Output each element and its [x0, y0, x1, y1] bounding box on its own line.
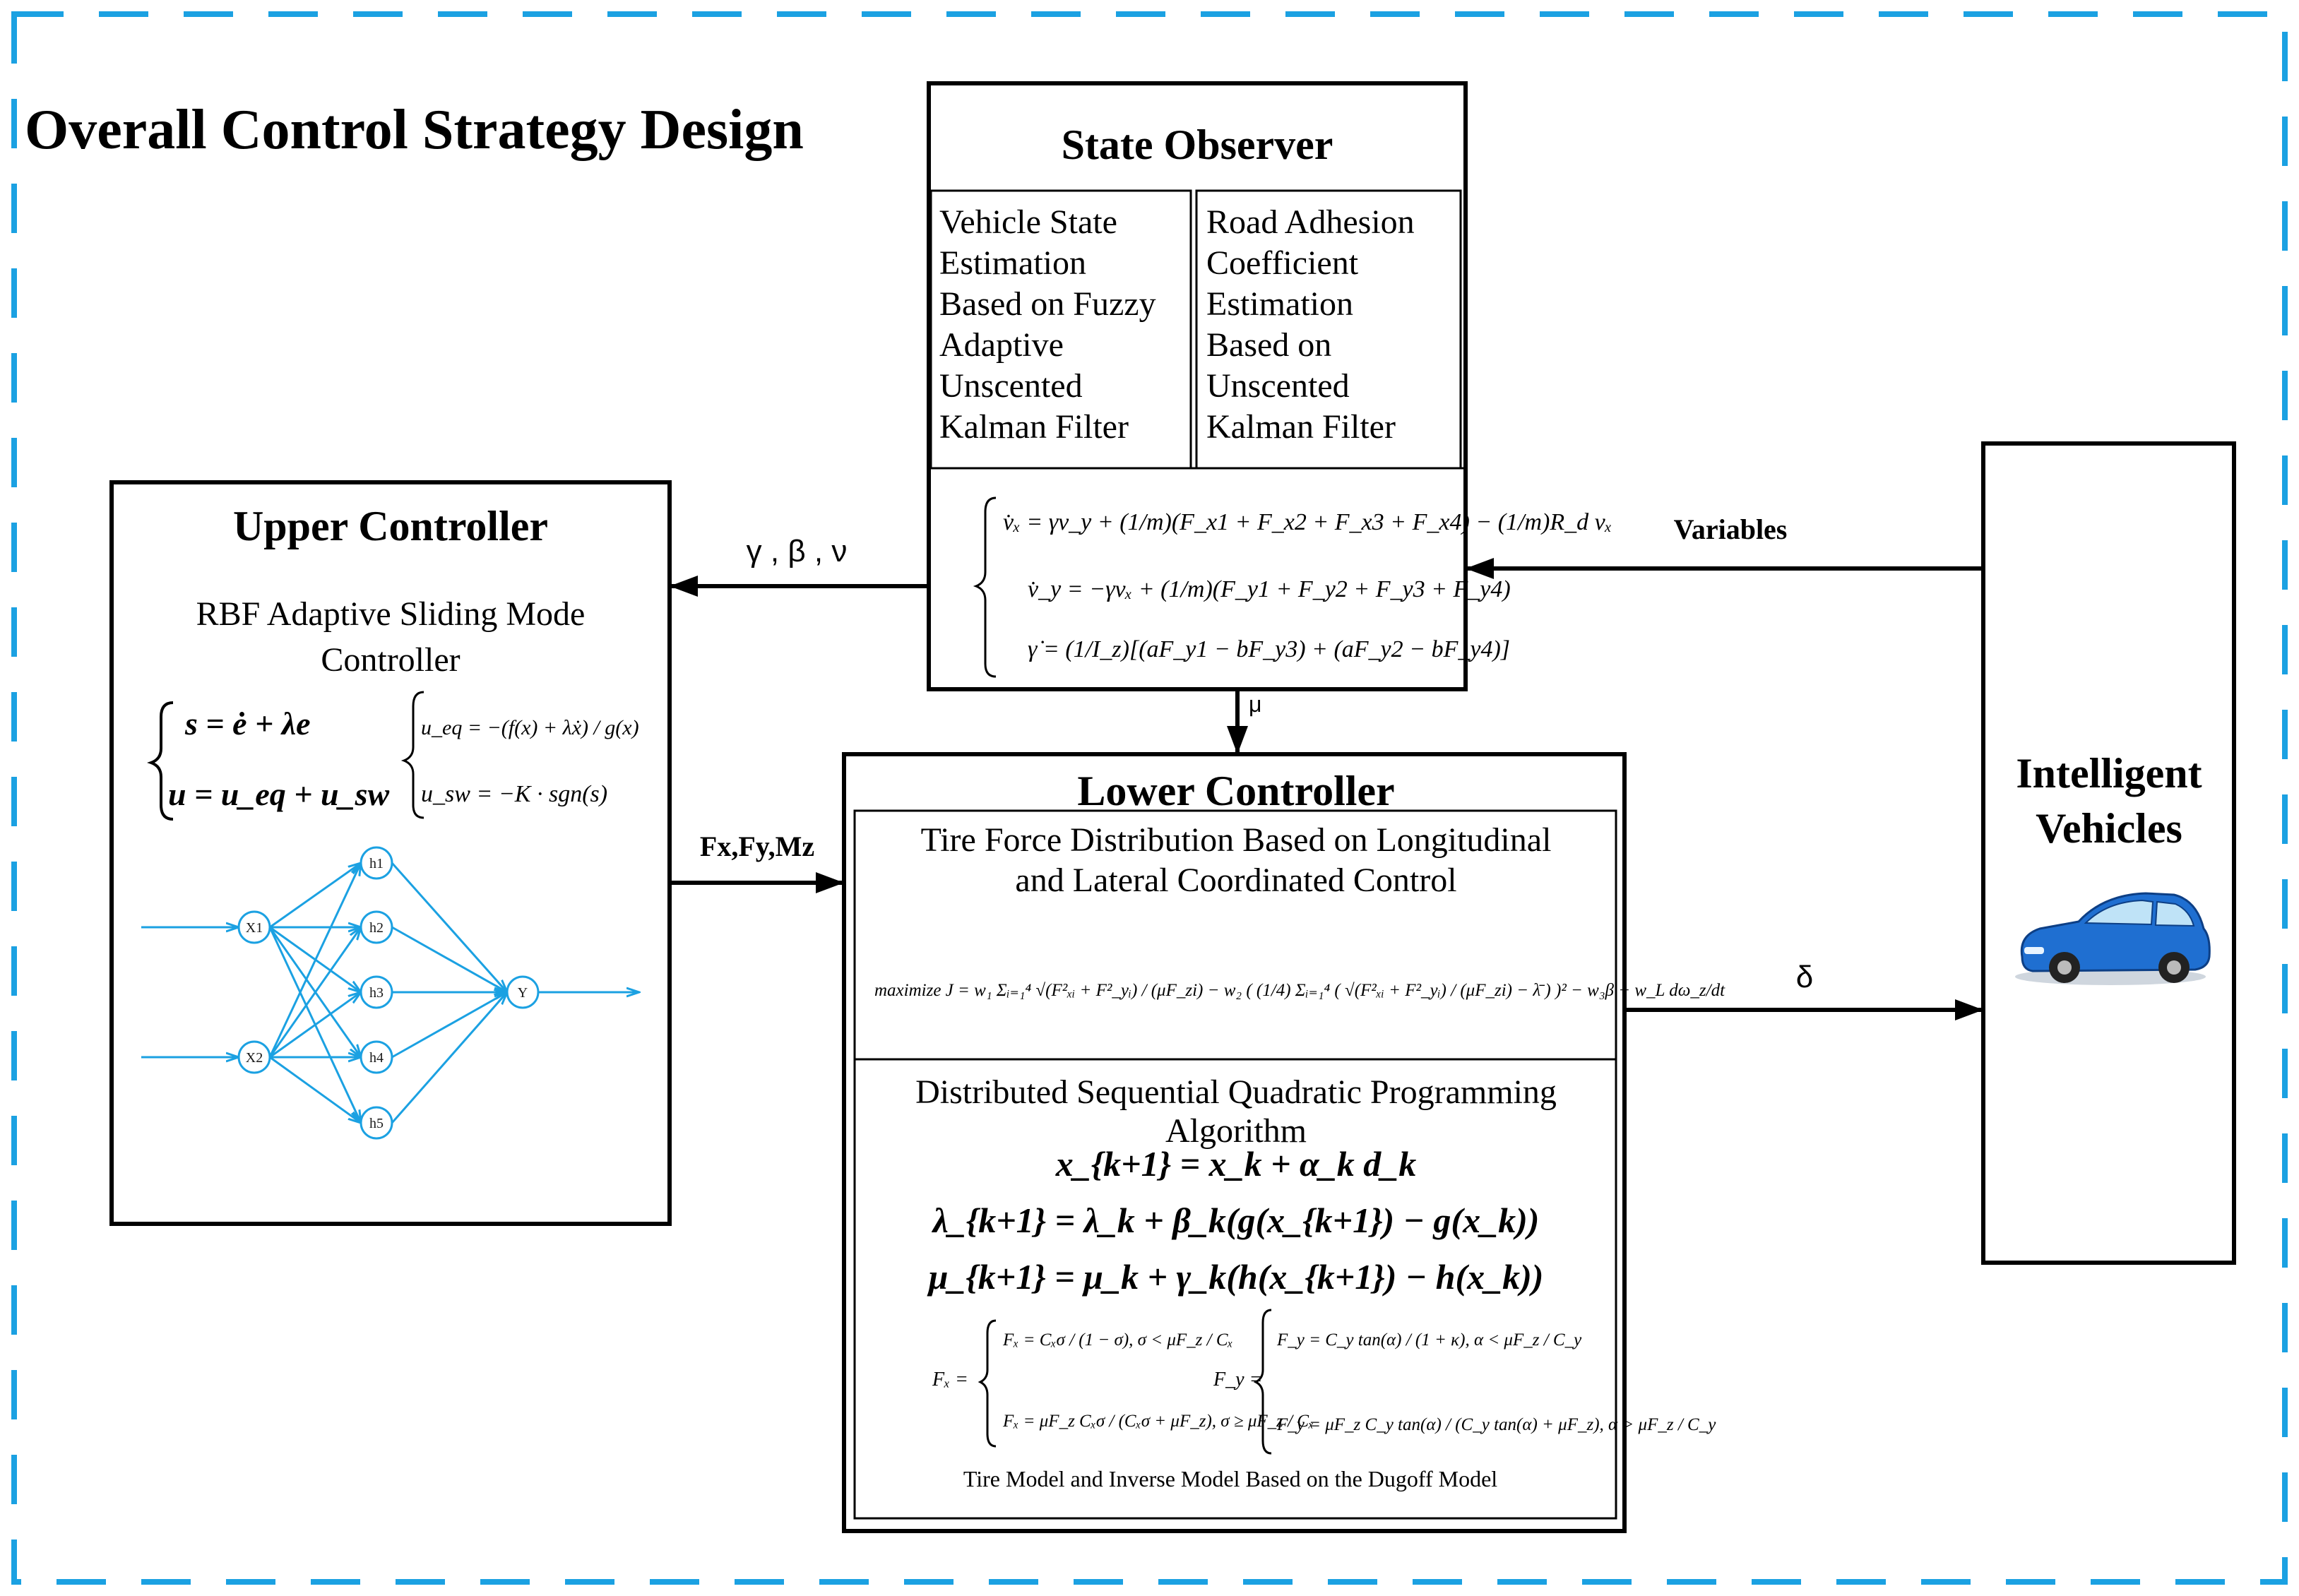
objective-function: maximize J = w₁ Σᵢ₌₁⁴ √(F²ₓᵢ + F²_yᵢ) / … — [874, 981, 1725, 1000]
nn-edge-x2-h3 — [269, 992, 361, 1059]
nn-edge-x1-h1 — [269, 863, 361, 929]
observer-equation-brace — [973, 496, 997, 678]
nn-edge-h1-y — [391, 862, 507, 992]
control-terms-brace — [400, 691, 424, 819]
state-observer-title: State Observer — [1062, 121, 1333, 168]
nn-hidden-node-1 — [360, 846, 393, 880]
upper-controller-title: Upper Controller — [233, 503, 548, 549]
control-law-eq: u = u_eq + u_sw — [168, 776, 389, 812]
observer-eq-gamma: γ̇ = (1/I_z)[(aF_y1 − bF_y3) + (aF_y2 − … — [1028, 636, 1510, 662]
nn-hidden-node-5 — [360, 1106, 393, 1140]
vehicle-state-panel — [929, 189, 1192, 470]
signal-variables: Variables — [1674, 513, 1788, 545]
nn-hidden-node-4 — [360, 1040, 393, 1074]
observer-eq-vy: v̇_y = −γvₓ + (1/m)(F_y1 + F_y2 + F_y3 +… — [1028, 576, 1511, 602]
outer-dashed-frame — [11, 11, 2288, 1585]
tire-force-section — [853, 809, 1617, 1061]
page-title: Overall Control Strategy Design — [25, 99, 804, 161]
signal-delta: δ — [1796, 960, 1814, 994]
fy-model-brace — [1253, 1309, 1272, 1455]
fy-model-case2: F_y = μF_z C_y tan(α) / (C_y tan(α) + μF… — [1276, 1415, 1716, 1434]
signal-mu: μ — [1249, 691, 1261, 717]
nn-input-node-2 — [237, 1040, 271, 1074]
nn-hidden-node-3-label: h3 — [369, 985, 384, 1001]
fy-model-case1: F_y = C_y tan(α) / (1 + κ), α < μF_z / C… — [1276, 1330, 1582, 1350]
fy-label: F_y = — [1213, 1369, 1262, 1390]
vehicles-title-2: Vehicles — [2036, 805, 2182, 852]
nn-input-node-1-label: X1 — [246, 920, 263, 936]
nn-hidden-node-2 — [360, 910, 393, 944]
fx-model-case1: Fₓ = Cₓσ / (1 − σ), σ < μF_z / Cₓ — [1002, 1330, 1233, 1350]
car-icon — [2015, 892, 2211, 985]
upper-controller-subtitle-2: Controller — [321, 641, 460, 679]
tire-force-title-1: Tire Force Distribution Based on Longitu… — [921, 821, 1552, 859]
vehicles-title-1: Intelligent — [2016, 750, 2202, 797]
sqp-lambda-update: λ_{k+1} = λ_k + β_k(g(x_{k+1}) − g(x_k)) — [932, 1201, 1540, 1240]
nn-hidden-node-2-label: h2 — [369, 920, 384, 936]
lower-controller-block: Lower Controller Tire Force Distribution… — [842, 752, 1725, 1533]
signal-fx-fy-mz: Fx,Fy,Mz — [700, 830, 814, 862]
nn-edge-x2-h5 — [269, 1056, 361, 1123]
observer-eq-vx: v̇ₓ = γv_y + (1/m)(F_x1 + F_x2 + F_x3 + … — [1003, 509, 1612, 535]
vehicle-state-text: Vehicle State Estimation Based on Fuzzy … — [939, 203, 1165, 446]
nn-edge-h5-y — [391, 992, 507, 1124]
nn-hidden-node-5-label: h5 — [369, 1116, 384, 1131]
nn-output-node — [506, 975, 540, 1009]
switching-control-eq: u_sw = −K · sgn(s) — [421, 781, 607, 807]
fx-model-brace — [978, 1319, 997, 1448]
sqp-title-2: Algorithm — [1165, 1112, 1307, 1150]
nn-output-node-label: Y — [518, 985, 528, 1001]
state-observer-block: State Observer Vehicle State Estimation … — [927, 81, 1612, 691]
fx-label: Fₓ = — [932, 1369, 968, 1390]
nn-input-node-1 — [237, 910, 271, 944]
nn-edge-h2-y — [391, 926, 507, 992]
sqp-title-1: Distributed Sequential Quadratic Program… — [915, 1073, 1557, 1111]
intelligent-vehicles-block: Intelligent Vehicles — [1981, 441, 2236, 1265]
upper-controller-box — [109, 480, 672, 1226]
intelligent-vehicles-box — [1981, 441, 2236, 1265]
lower-controller-title: Lower Controller — [1077, 768, 1394, 814]
nn-edge-x2-h1 — [268, 863, 361, 1058]
nn-input-node-2-label: X2 — [246, 1050, 263, 1066]
tire-force-title-2: and Lateral Coordinated Control — [1015, 862, 1456, 899]
nn-hidden-node-4-label: h4 — [369, 1050, 384, 1066]
sliding-surface-brace — [147, 701, 174, 821]
upper-controller-subtitle-1: RBF Adaptive Sliding Mode — [196, 595, 586, 633]
nn-hidden-node-3 — [360, 975, 393, 1009]
upper-controller-block: Upper Controller RBF Adaptive Sliding Mo… — [109, 480, 672, 1226]
signal-gamma-beta-v: γ , β , ν — [747, 534, 848, 568]
sliding-surface-eq: s = ė + λe — [184, 705, 311, 742]
nn-hidden-node-1-label: h1 — [369, 856, 384, 871]
fx-model-case2: Fₓ = μF_z Cₓσ / (Cₓσ + μF_z), σ ≥ μF_z /… — [1002, 1412, 1314, 1431]
sqp-mu-update: μ_{k+1} = μ_k + γ_k(h(x_{k+1}) − h(x_k)) — [927, 1257, 1544, 1297]
dugoff-caption: Tire Model and Inverse Model Based on th… — [963, 1466, 1497, 1491]
sqp-section — [853, 1058, 1617, 1520]
nn-edge-h4-y — [391, 992, 507, 1059]
sqp-x-update: x_{k+1} = x_k + α_k d_k — [1055, 1144, 1416, 1184]
nn-edge-x2-h2 — [268, 927, 361, 1058]
road-adhesion-text: Road Adhesion Coefficient Estimation Bas… — [1206, 203, 1423, 446]
equivalent-control-eq: u_eq = −(f(x) + λẋ) / g(x) — [421, 716, 639, 739]
